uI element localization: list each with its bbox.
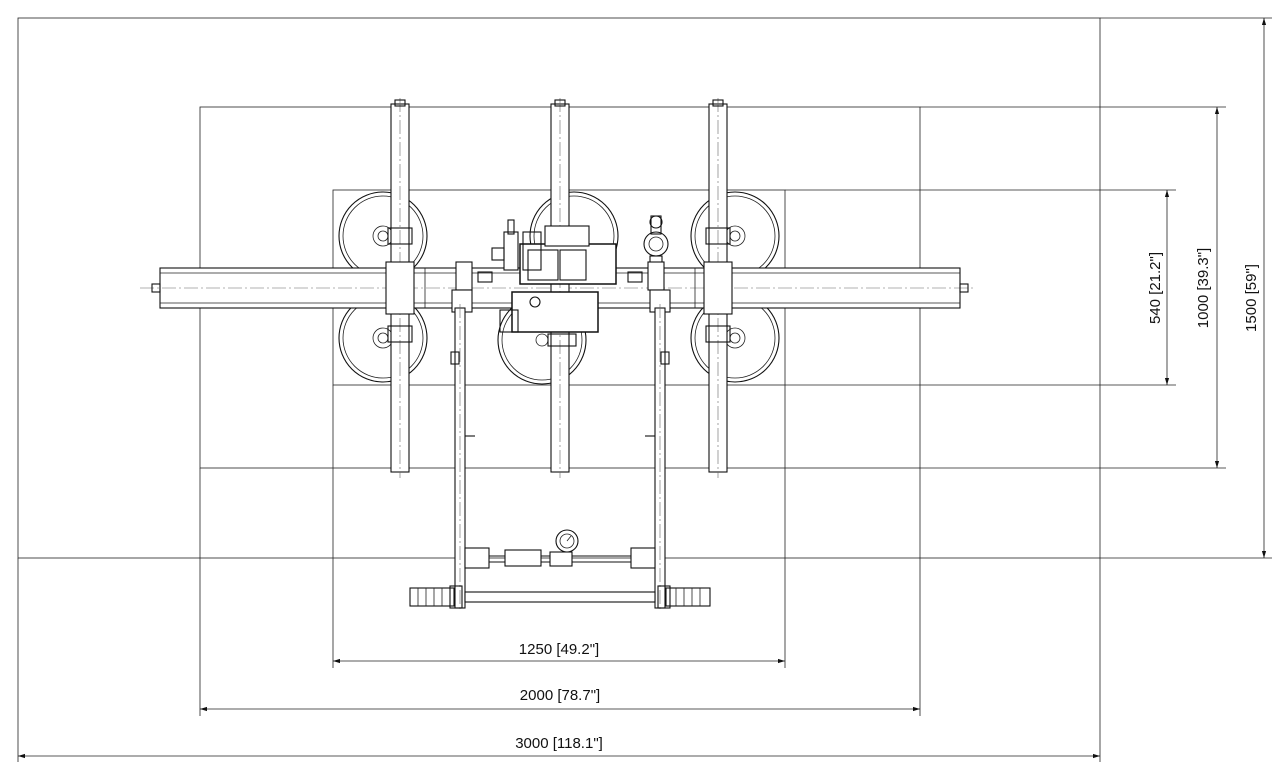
dimension-lines	[18, 18, 1267, 759]
dim-label-3000: 3000 [118.1"]	[515, 735, 603, 752]
extension-lines	[17, 17, 1272, 762]
dim-label-1000: 1000 [39.3"]	[1195, 248, 1212, 328]
dim-label-2000: 2000 [78.7"]	[520, 687, 600, 704]
vacuum-lifter	[140, 98, 975, 612]
hose-fittings	[451, 261, 671, 313]
dim-label-1500: 1500 [59"]	[1243, 264, 1260, 332]
cross-arm-center	[550, 98, 570, 478]
dim-label-1250: 1250 [49.2"]	[519, 641, 599, 658]
gauge-assembly	[464, 529, 656, 569]
control-valve	[491, 219, 519, 271]
vacuum-unit	[499, 225, 617, 347]
handle-frame	[409, 304, 711, 612]
dimension-labels: 1250 [49.2"] 2000 [78.7"] 3000 [118.1"] …	[515, 248, 1260, 752]
dim-label-540: 540 [21.2"]	[1147, 252, 1164, 324]
arm-clamps	[385, 227, 733, 343]
